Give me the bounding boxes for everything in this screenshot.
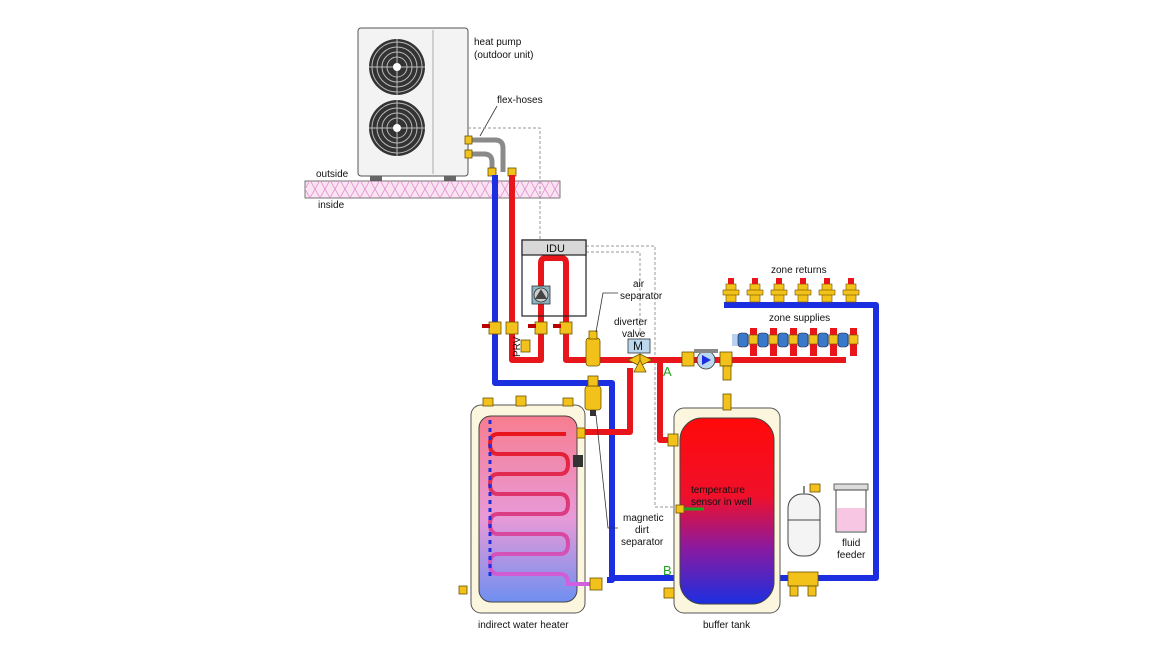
expansion-tank (787, 486, 821, 557)
fluid-feeder-label: feeder (837, 550, 866, 561)
diverter-valve-label: diverter (614, 317, 648, 328)
flex-hoses-label: flex-hoses (497, 95, 543, 106)
motor-symbol: M (633, 339, 643, 353)
indirect-water-heater (458, 395, 603, 614)
port-a-label: A (663, 364, 672, 379)
zone-return-valve-icon (818, 278, 836, 303)
exterior-wall (304, 180, 561, 199)
dirt-separator-label: separator (621, 537, 664, 548)
zone-supply-valve-icon (757, 328, 779, 356)
buffer-tank (663, 393, 781, 614)
temperature-sensor-label: sensor in well (691, 497, 752, 508)
air-separator (585, 330, 601, 367)
outside-label: outside (316, 169, 349, 180)
zone-supply-valve-icon (777, 328, 799, 356)
idu-unit: IDU (521, 239, 587, 317)
fan-icon (369, 39, 425, 95)
zone-supply-valve-icon (737, 328, 759, 356)
fan-icon (369, 100, 425, 156)
zone-supply-valve-icon (837, 328, 859, 356)
diverter-valve-label: valve (622, 329, 646, 340)
zone-supply-valve-icon (817, 328, 839, 356)
heat-pump-label: heat pump (474, 37, 522, 48)
zone-return-valve-icon (842, 278, 860, 303)
ball-valve-icon (505, 321, 519, 335)
heat-pump-label: (outdoor unit) (474, 50, 533, 61)
idu-label: IDU (546, 243, 565, 255)
air-separator-label: air (633, 279, 645, 290)
zone-return-valve-icon (746, 278, 764, 303)
circulator-icon (531, 285, 551, 305)
magnetic-dirt-separator (584, 375, 602, 416)
fluid-feeder (809, 483, 869, 533)
dhw-supply-pipe (584, 368, 633, 435)
temperature-sensor-label: temperature (691, 485, 745, 496)
port-b-label: B (663, 563, 672, 578)
diverter-valve: M (627, 338, 653, 373)
dirt-separator-label: dirt (635, 525, 649, 536)
inside-label: inside (318, 200, 345, 211)
fluid-feeder-label: fluid (842, 538, 860, 549)
zone-returns-label: zone returns (771, 265, 827, 276)
supply-pipe (563, 330, 640, 363)
zone-return-valve-icon (770, 278, 788, 303)
heat-exchanger-coil (487, 432, 590, 586)
purge-valve-assembly (787, 571, 819, 597)
zone-supply-valves (737, 328, 859, 356)
ball-valve-icon (482, 321, 502, 335)
air-separator-label: separator (620, 291, 663, 302)
zone-supply-valve-icon (797, 328, 819, 356)
temperature-sensor-well (675, 504, 704, 514)
heat-pump-outdoor-unit (357, 27, 469, 182)
prv-valve-icon (520, 339, 531, 353)
indirect-water-heater-label: indirect water heater (478, 620, 569, 631)
return-pipe (492, 175, 615, 583)
air-vent (722, 365, 732, 381)
prv-label: PRV (512, 336, 523, 357)
dirt-separator-label: magnetic (623, 513, 664, 524)
zone-return-pipe (724, 302, 879, 581)
zone-return-valves (722, 278, 860, 303)
zone-supplies-label: zone supplies (769, 313, 830, 324)
buffer-tank-label: buffer tank (703, 620, 751, 631)
zone-return-valve-icon (722, 278, 740, 303)
supply-pipe (509, 175, 569, 363)
flex-hoses (464, 135, 517, 177)
ball-valve-icon (528, 321, 548, 335)
ball-valve-icon (553, 321, 573, 335)
zone-return-valve-icon (794, 278, 812, 303)
supply-circulator (681, 349, 733, 370)
